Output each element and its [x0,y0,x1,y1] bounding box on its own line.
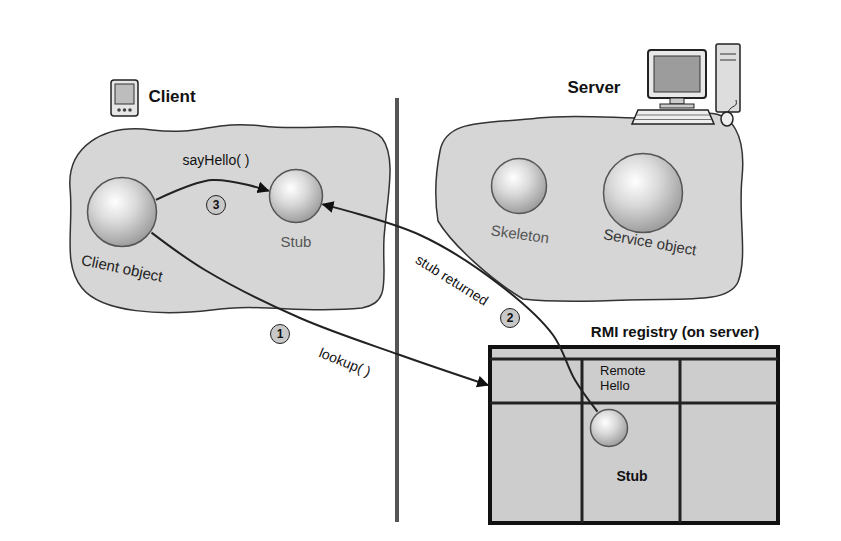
client-region: Client objectStubClient [62,118,392,313]
monitor-frame [648,50,706,98]
region-blob [70,125,390,313]
callout-number: 3 [206,195,226,215]
object-ball [88,178,157,247]
monitor-base [660,104,694,108]
grid-line [581,359,584,523]
mouse-cord [728,100,736,112]
grid-line [490,402,778,405]
object-label: Skeleton [490,221,550,246]
mouse [721,112,733,126]
region-blob [436,113,743,301]
callout-number: 2 [500,308,520,328]
handheld-icon [111,80,138,116]
stub-circle-outline [268,168,324,224]
stub-circle: Stub [589,408,629,448]
server-region-outline [428,106,748,306]
keyboard-row [637,115,710,116]
handheld-screen [115,84,134,104]
registry-title: RMI registry (on server) [591,323,759,340]
edge-label: lookup( ) [317,344,374,379]
keyboard [632,110,714,124]
object-label: Client object [80,251,164,285]
service-object-circle-outline [602,152,684,234]
tower-slot [720,54,736,55]
object-ball [591,410,628,447]
service-object-circle: Service object [602,152,684,234]
object-ball [270,170,323,223]
computer-icon [632,44,740,126]
tower-slot [720,60,736,61]
object-label: Stub [281,233,312,250]
client-object-circle: Client object [86,176,158,248]
object-label: Stub [616,468,647,484]
computer-tower [716,44,740,112]
entry-label: Remote Hello [600,364,662,394]
stub-circle: Stub [268,168,324,224]
registry-table: StubRemote HelloRMI registry (on server) [488,345,780,525]
client-region-outline [62,118,392,313]
monitor-stand [670,98,684,104]
edge-label: sayHello( ) [183,152,250,168]
grid-line [679,359,682,523]
object-ball [604,154,683,233]
region-heading: Server [568,78,621,98]
client-object-circle-outline [86,176,158,248]
grid-line [490,358,778,361]
registry-frame [490,347,778,523]
skeleton-circle-outline [490,157,548,215]
keyboard-row [635,119,712,120]
object-ball [492,159,547,214]
skeleton-circle: Skeleton [490,157,548,215]
server-region: SkeletonService objectServer [428,106,748,306]
callout-number: 1 [270,324,290,344]
object-label: Service object [602,225,698,258]
region-heading: Client [148,87,195,107]
monitor-screen [654,56,700,92]
divider-line [395,98,399,522]
handheld-button [128,108,132,112]
registry-entry: Stub Remote Hello [584,359,678,523]
handheld-button [117,108,121,112]
handheld-button [123,108,127,112]
stub-circle-outline [589,408,629,448]
handheld-body [111,80,138,116]
